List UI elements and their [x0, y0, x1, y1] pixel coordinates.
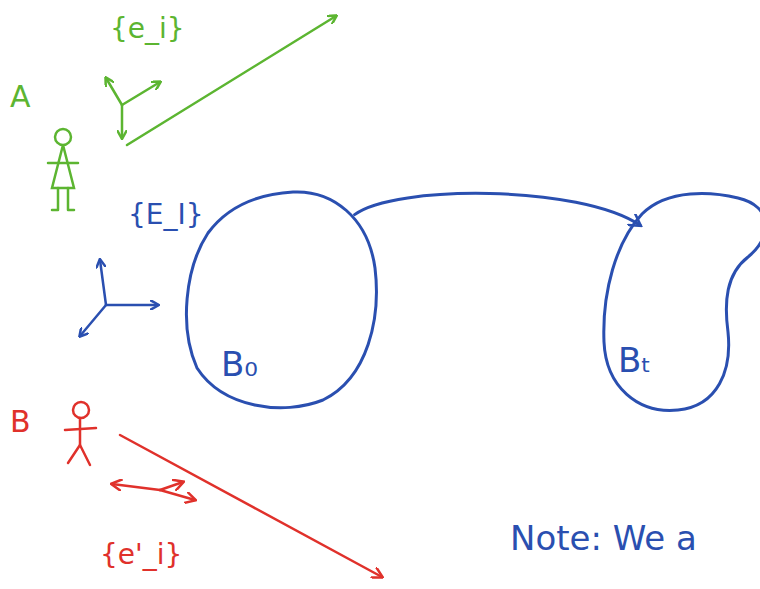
body-configuration: B₀: [183, 188, 378, 410]
frame-label: {e_i}: [110, 14, 185, 45]
frame-triad-red: [112, 482, 195, 500]
body-outline: [598, 192, 760, 414]
body-label: B₀: [221, 346, 258, 383]
body-configuration: Bₜ: [598, 192, 760, 414]
body-outline: [183, 188, 378, 410]
observer-b-figure: [65, 402, 96, 465]
observer-label: A: [10, 80, 31, 113]
observer-label: B: [10, 405, 31, 438]
frame-triad-blue: [80, 260, 158, 336]
note-text: Note: We a: [510, 520, 697, 557]
frame-label: {e'_i}: [100, 540, 182, 571]
body-label: Bₜ: [618, 342, 651, 379]
observer-a-figure: [48, 129, 78, 210]
frame-label: {E_I}: [128, 200, 204, 231]
motion-arrow: [355, 193, 641, 225]
